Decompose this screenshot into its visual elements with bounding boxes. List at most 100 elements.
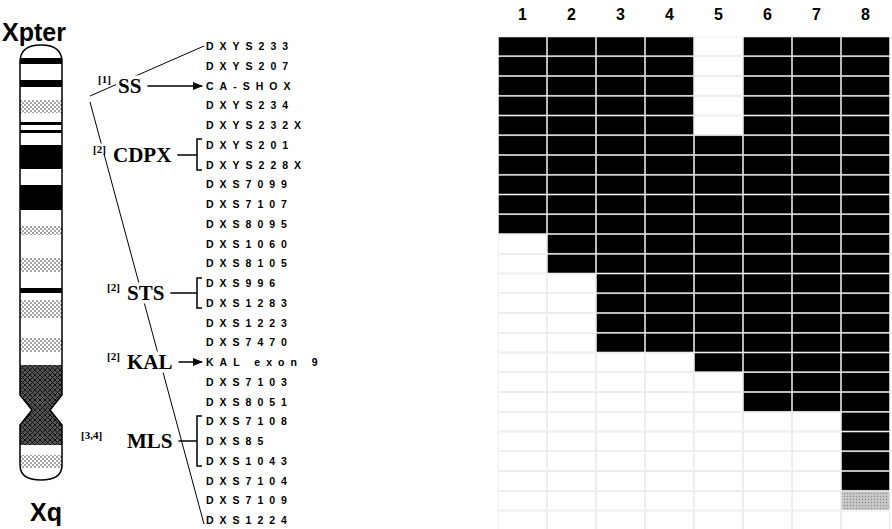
deleted-cell — [793, 393, 841, 412]
patient-number: 3 — [616, 7, 625, 23]
reference-number: [3,4] — [80, 430, 103, 441]
zoom-line — [90, 46, 204, 96]
deleted-cell — [744, 116, 792, 135]
deleted-cell — [646, 116, 694, 135]
deleted-cell — [842, 254, 890, 273]
marker-name: DXS7109 — [206, 495, 293, 506]
deleted-cell — [597, 96, 645, 115]
pointer-arrow — [147, 85, 202, 87]
deleted-cell — [548, 235, 596, 254]
deleted-cell — [646, 57, 694, 76]
deleted-cell — [695, 136, 743, 155]
retained-cell — [548, 472, 596, 491]
retained-cell — [842, 511, 890, 529]
deleted-cell — [842, 156, 890, 175]
deleted-cell — [646, 175, 694, 194]
patient-number: 7 — [812, 7, 821, 23]
deleted-cell — [842, 333, 890, 352]
retained-cell — [744, 511, 792, 529]
deleted-cell — [744, 156, 792, 175]
marker-name: DXS7107 — [206, 199, 293, 210]
deleted-cell — [597, 235, 645, 254]
retained-cell — [548, 491, 596, 510]
deleted-cell — [842, 412, 890, 431]
deleted-cell — [793, 57, 841, 76]
chromosome-ground — [15, 40, 70, 485]
patient-number: 5 — [714, 7, 723, 23]
retained-cell — [793, 432, 841, 451]
deleted-cell — [499, 215, 547, 234]
retained-cell — [499, 294, 547, 313]
deleted-cell — [548, 116, 596, 135]
deleted-cell — [695, 175, 743, 194]
deleted-cell — [842, 452, 890, 471]
retained-cell — [695, 57, 743, 76]
deleted-cell — [695, 195, 743, 214]
deleted-cell — [744, 294, 792, 313]
deleted-cell — [695, 333, 743, 352]
deleted-cell — [842, 432, 890, 451]
deleted-cell — [842, 353, 890, 372]
deleted-cell — [597, 156, 645, 175]
deleted-cell — [646, 314, 694, 333]
deleted-cell — [793, 314, 841, 333]
deleted-cell — [793, 77, 841, 96]
chromosome-bands — [15, 40, 70, 485]
retained-cell — [548, 412, 596, 431]
retained-cell — [499, 511, 547, 529]
deleted-cell — [842, 274, 890, 293]
deleted-cell — [646, 333, 694, 352]
deleted-cell — [597, 294, 645, 313]
deleted-cell — [744, 215, 792, 234]
retained-cell — [548, 373, 596, 392]
retained-cell — [695, 491, 743, 510]
deleted-cell — [646, 215, 694, 234]
deleted-cell — [793, 156, 841, 175]
deleted-cell — [597, 77, 645, 96]
retained-cell — [646, 452, 694, 471]
patient-number: 8 — [861, 7, 870, 23]
retained-cell — [793, 452, 841, 471]
retained-cell — [499, 472, 547, 491]
deleted-cell — [548, 254, 596, 273]
deleted-cell — [548, 156, 596, 175]
deleted-cell — [744, 136, 792, 155]
deleted-cell — [842, 393, 890, 412]
bracket — [197, 416, 202, 466]
deleted-cell — [597, 136, 645, 155]
deleted-cell — [597, 333, 645, 352]
patient-number: 6 — [763, 7, 772, 23]
leader-line — [177, 154, 197, 156]
deleted-cell — [597, 195, 645, 214]
leader-line — [170, 292, 197, 294]
deleted-cell — [744, 175, 792, 194]
retained-cell — [695, 77, 743, 96]
retained-cell — [646, 393, 694, 412]
zoom-line — [90, 102, 204, 524]
deleted-cell — [793, 116, 841, 135]
deleted-cell — [646, 77, 694, 96]
deleted-cell — [793, 215, 841, 234]
retained-cell — [744, 412, 792, 431]
retained-cell — [597, 353, 645, 372]
marker-name: DXS1043 — [206, 456, 293, 467]
deleted-cell — [744, 393, 792, 412]
retained-cell — [695, 373, 743, 392]
disease-label: SS — [116, 76, 143, 97]
retained-cell — [646, 412, 694, 431]
retained-cell — [646, 491, 694, 510]
deleted-cell — [793, 235, 841, 254]
deleted-cell — [597, 274, 645, 293]
reference-number: [2] — [92, 144, 107, 155]
retained-cell — [597, 432, 645, 451]
chromosome-outline — [20, 45, 62, 480]
retained-cell — [695, 37, 743, 56]
deleted-cell — [499, 37, 547, 56]
deleted-cell — [548, 57, 596, 76]
retained-cell — [499, 452, 547, 471]
deleted-cell — [597, 175, 645, 194]
deleted-cell — [842, 235, 890, 254]
retained-cell — [597, 393, 645, 412]
deleted-cell — [499, 57, 547, 76]
